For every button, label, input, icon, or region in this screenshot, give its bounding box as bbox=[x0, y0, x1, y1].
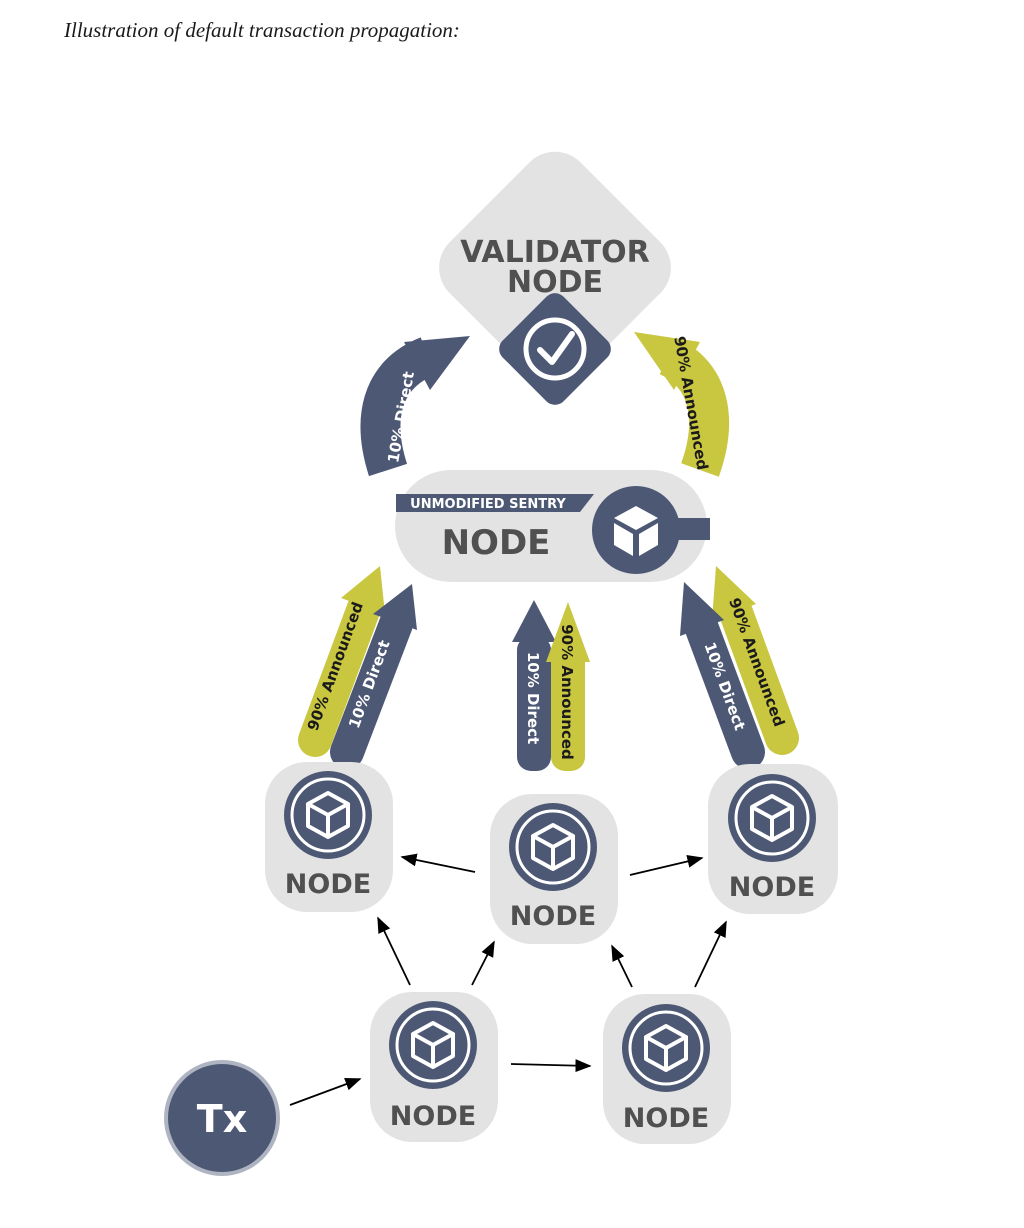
node-top-center: NODE bbox=[490, 794, 618, 944]
node-top-left: NODE bbox=[265, 762, 393, 912]
arrow-direct-to-validator: 10% Direct bbox=[360, 336, 470, 477]
sentry-label: NODE bbox=[442, 523, 551, 563]
label-direct-center: 10% Direct bbox=[524, 652, 542, 744]
node-top-right: NODE bbox=[708, 764, 838, 914]
cube-icon bbox=[509, 803, 597, 891]
gossip-arrows bbox=[289, 853, 727, 1106]
node-bottom-left: NODE bbox=[370, 992, 498, 1142]
node-bottom-right: NODE bbox=[603, 994, 731, 1144]
node-label: NODE bbox=[623, 1103, 709, 1134]
sentry-node: UNMODIFIED SENTRY NODE bbox=[395, 470, 710, 582]
tx-circle: Tx bbox=[164, 1060, 280, 1176]
arrow-bottom-left-to-top-center bbox=[471, 940, 495, 986]
arrow-center-to-top-left bbox=[400, 853, 476, 873]
cube-icon bbox=[622, 1004, 710, 1092]
arrow-bottom-right-to-top-center bbox=[611, 944, 633, 988]
tx-label: Tx bbox=[197, 1097, 247, 1141]
node-label: NODE bbox=[285, 869, 371, 900]
sentry-cube-icon bbox=[592, 486, 710, 574]
node-label: NODE bbox=[729, 872, 815, 903]
check-badge-icon bbox=[499, 293, 611, 405]
cube-icon bbox=[389, 1001, 477, 1089]
arrow-tx-to-node bbox=[289, 1078, 362, 1106]
arrow-announced-center: 90% Announced bbox=[546, 602, 590, 771]
figure-caption: Illustration of default transaction prop… bbox=[64, 18, 460, 42]
cube-icon bbox=[728, 774, 816, 862]
arrow-center-to-top-right bbox=[629, 855, 704, 876]
arrow-bottom-right-to-top-right bbox=[694, 920, 727, 988]
node-label: NODE bbox=[390, 1101, 476, 1132]
validator-node: VALIDATOR NODE bbox=[439, 151, 671, 405]
node-label: NODE bbox=[510, 901, 596, 932]
cube-icon bbox=[284, 771, 372, 859]
sentry-tag: UNMODIFIED SENTRY bbox=[410, 497, 566, 512]
label-announced-center: 90% Announced bbox=[558, 624, 576, 760]
arrow-bottom-left-to-bottom-right bbox=[510, 1059, 592, 1073]
arrow-bottom-left-to-top-left bbox=[377, 916, 411, 986]
sentry-tag-bar bbox=[396, 494, 594, 512]
arrow-direct-center: 10% Direct bbox=[512, 600, 556, 771]
validator-title-line1: VALIDATOR bbox=[460, 235, 650, 270]
arrow-announced-to-validator: 90% Announced bbox=[634, 332, 729, 477]
